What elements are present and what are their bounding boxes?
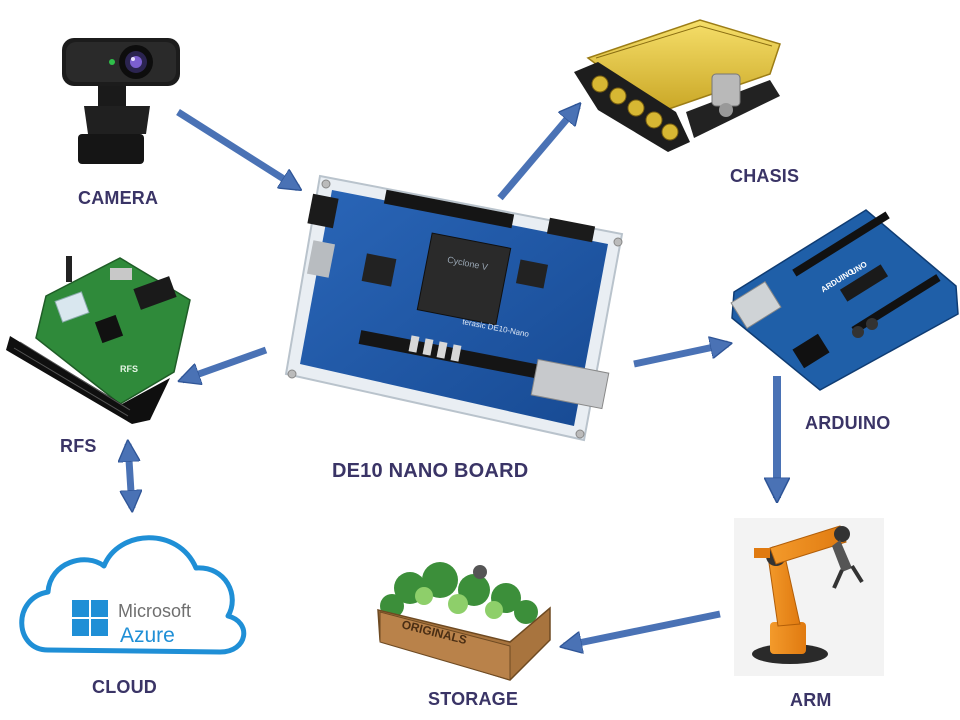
cloud-label: CLOUD (92, 677, 157, 697)
edge-camera-to-board (176, 109, 298, 188)
azure-logo-line2: Azure (120, 624, 175, 647)
azure-logo-line1: Microsoft (118, 601, 191, 621)
edge-board-to-rfs (182, 346, 268, 380)
de10-nano-board-image: Cyclone V terasic DE10-Nano (284, 174, 624, 442)
windows-logo-icon (72, 600, 108, 636)
camera-label: CAMERA (78, 188, 159, 208)
de10-nano-board-label: DE10 NANO BOARD (332, 460, 529, 482)
chasis-label: CHASIS (730, 166, 800, 186)
arduino-label: ARDUINO (805, 413, 891, 433)
edge-arm-to-storage (564, 610, 721, 646)
rfs-image: RFS (6, 256, 191, 424)
arduino-image: ARDUINO UNO (730, 209, 959, 391)
arm-image (734, 518, 884, 676)
camera-image (62, 38, 180, 164)
rfs-label: RFS (60, 436, 97, 456)
storage-label: STORAGE (428, 689, 519, 709)
chasis-image (574, 19, 781, 152)
rfs-board-text: RFS (120, 364, 138, 374)
storage-image: ORIGINALS (377, 562, 551, 681)
cloud-azure-image: Microsoft Azure (19, 535, 247, 655)
edge-board-to-chasis (497, 106, 578, 201)
edge-rfs-cloud-bidirectional (128, 444, 132, 508)
arm-label: ARM (790, 690, 832, 710)
edge-board-to-arduino (633, 344, 728, 368)
